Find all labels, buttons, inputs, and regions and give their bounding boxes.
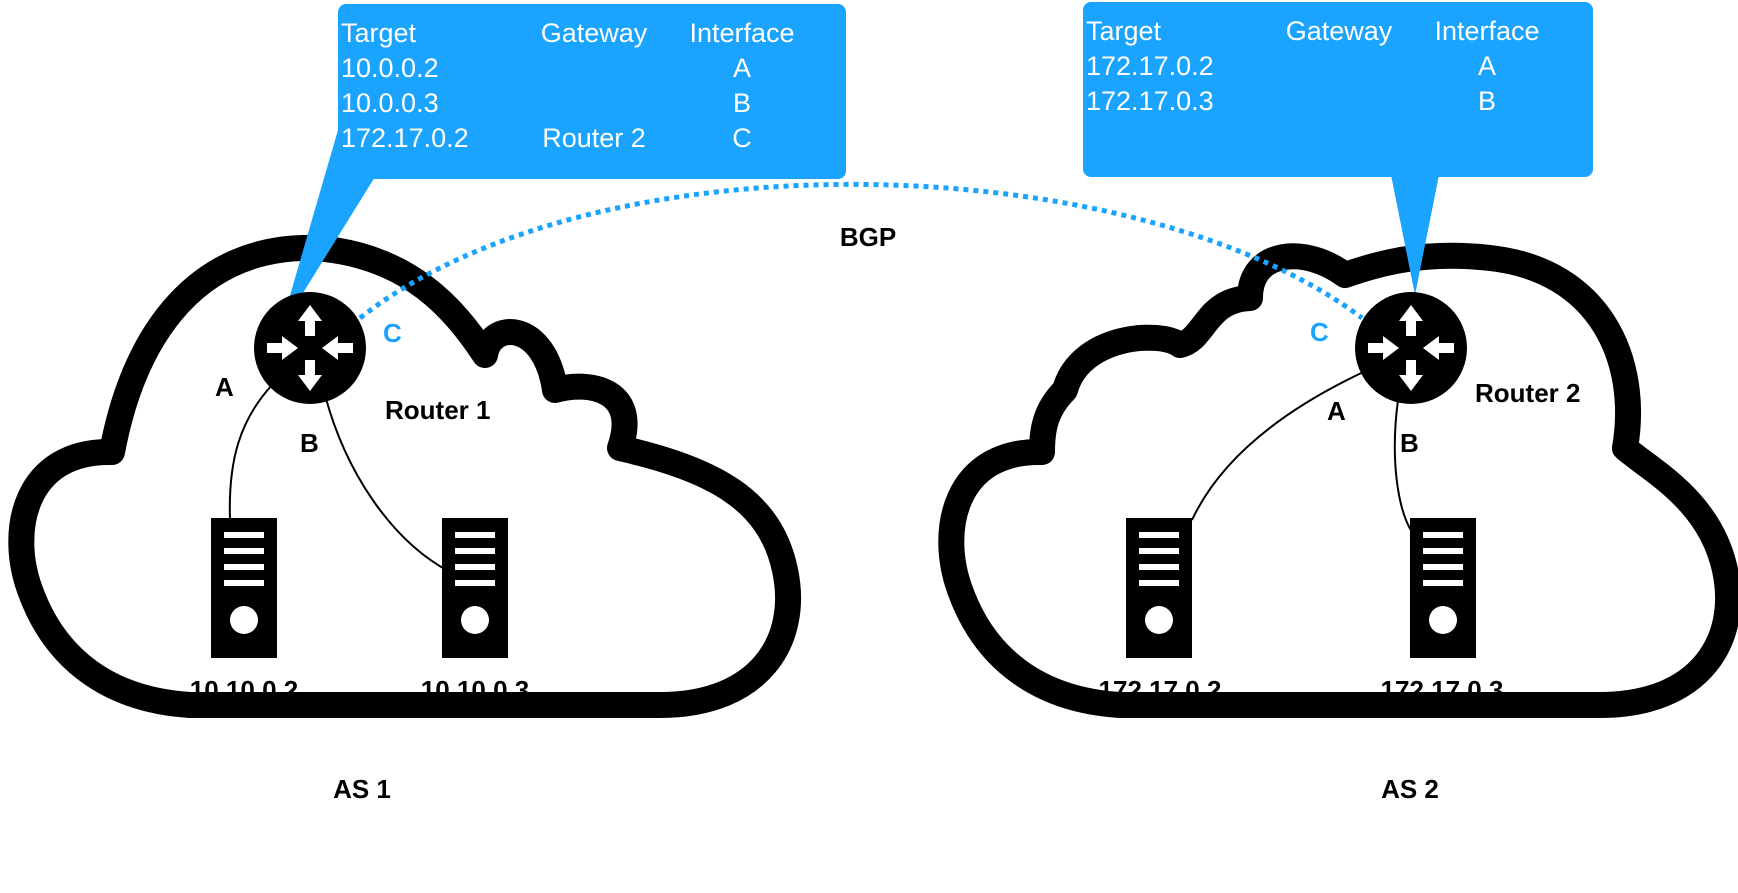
- cable-r1-port-a: [228, 384, 273, 521]
- column-header-interface: Interface: [689, 18, 795, 48]
- routing-table-header: Target Gateway Interface: [341, 16, 817, 51]
- router-icon-r2: [1355, 292, 1467, 404]
- cell-gateway: [1266, 49, 1412, 84]
- column-header-gateway: Gateway: [540, 18, 648, 48]
- cell-interface: C: [732, 123, 752, 153]
- routing-table-callout-r2: Target Gateway Interface 172.17.0.2 A 17…: [1083, 2, 1593, 177]
- server-label-as1-1: 10.10.0.2: [190, 675, 298, 705]
- bgp-link: [358, 182, 1364, 320]
- server-icon-as1-2: [442, 518, 508, 658]
- cell-interface: B: [732, 88, 751, 118]
- as-label-1: AS 1: [333, 774, 391, 804]
- cell-interface: A: [732, 53, 751, 83]
- callout-tail-r1: [280, 130, 378, 330]
- table-row: 172.17.0.2 Router 2 C: [341, 121, 817, 156]
- cell-target: 10.0.0.2: [341, 53, 439, 83]
- router-icon-r1: [254, 292, 366, 404]
- server-label-as2-1: 172.17.0.2: [1099, 675, 1222, 705]
- routing-table-r2: Target Gateway Interface 172.17.0.2 A 17…: [1086, 14, 1562, 119]
- port-label-b-r1: B: [300, 428, 319, 458]
- port-label-a-r2: A: [1327, 396, 1346, 426]
- column-header-target: Target: [1086, 16, 1162, 46]
- server-icon-as1-1: [211, 518, 277, 658]
- router-label-r1: Router 1: [385, 395, 490, 425]
- routing-table-r1: Target Gateway Interface 10.0.0.2 A 10.0…: [341, 16, 817, 156]
- cell-target: 172.17.0.2: [1086, 51, 1214, 81]
- column-header-gateway: Gateway: [1285, 16, 1393, 46]
- cell-gateway: Router 2: [542, 123, 646, 153]
- table-row: 10.0.0.2 A: [341, 51, 817, 86]
- port-label-c-r2: C: [1310, 317, 1329, 347]
- column-header-target: Target: [341, 18, 417, 48]
- table-row: 10.0.0.3 B: [341, 86, 817, 121]
- as-label-2: AS 2: [1381, 774, 1439, 804]
- cloud-outline-as1: [8, 234, 802, 718]
- table-row: 172.17.0.3 B: [1086, 84, 1562, 119]
- cell-gateway: [1266, 84, 1412, 119]
- server-label-as2-2: 172.17.0.3: [1381, 675, 1504, 705]
- table-row: 172.17.0.2 A: [1086, 49, 1562, 84]
- cell-target: 172.17.0.2: [341, 123, 469, 153]
- port-label-a-r1: A: [215, 372, 234, 402]
- cell-interface: B: [1477, 86, 1496, 116]
- port-label-b-r2: B: [1400, 428, 1419, 458]
- server-icon-as2-1: [1126, 518, 1192, 658]
- cloud-outline-as2: [938, 242, 1738, 718]
- router-label-r2: Router 2: [1475, 378, 1580, 408]
- routing-table-header: Target Gateway Interface: [1086, 14, 1562, 49]
- cable-r2-port-a: [1191, 367, 1373, 521]
- column-header-interface: Interface: [1434, 16, 1540, 46]
- cable-r1-port-b: [324, 394, 451, 573]
- cell-target: 10.0.0.3: [341, 88, 439, 118]
- port-label-c-r1: C: [383, 318, 402, 348]
- cell-target: 172.17.0.3: [1086, 86, 1214, 116]
- routing-table-callout-r1: Target Gateway Interface 10.0.0.2 A 10.0…: [338, 4, 846, 179]
- bgp-label: BGP: [840, 222, 896, 252]
- cell-interface: A: [1477, 51, 1496, 81]
- cell-gateway: [521, 51, 667, 86]
- cell-gateway: [521, 86, 667, 121]
- cable-r2-port-b: [1393, 399, 1413, 533]
- server-label-as1-2: 10.10.0.3: [421, 675, 529, 705]
- server-icon-as2-2: [1410, 518, 1476, 658]
- callout-tail-r2: [1390, 170, 1440, 295]
